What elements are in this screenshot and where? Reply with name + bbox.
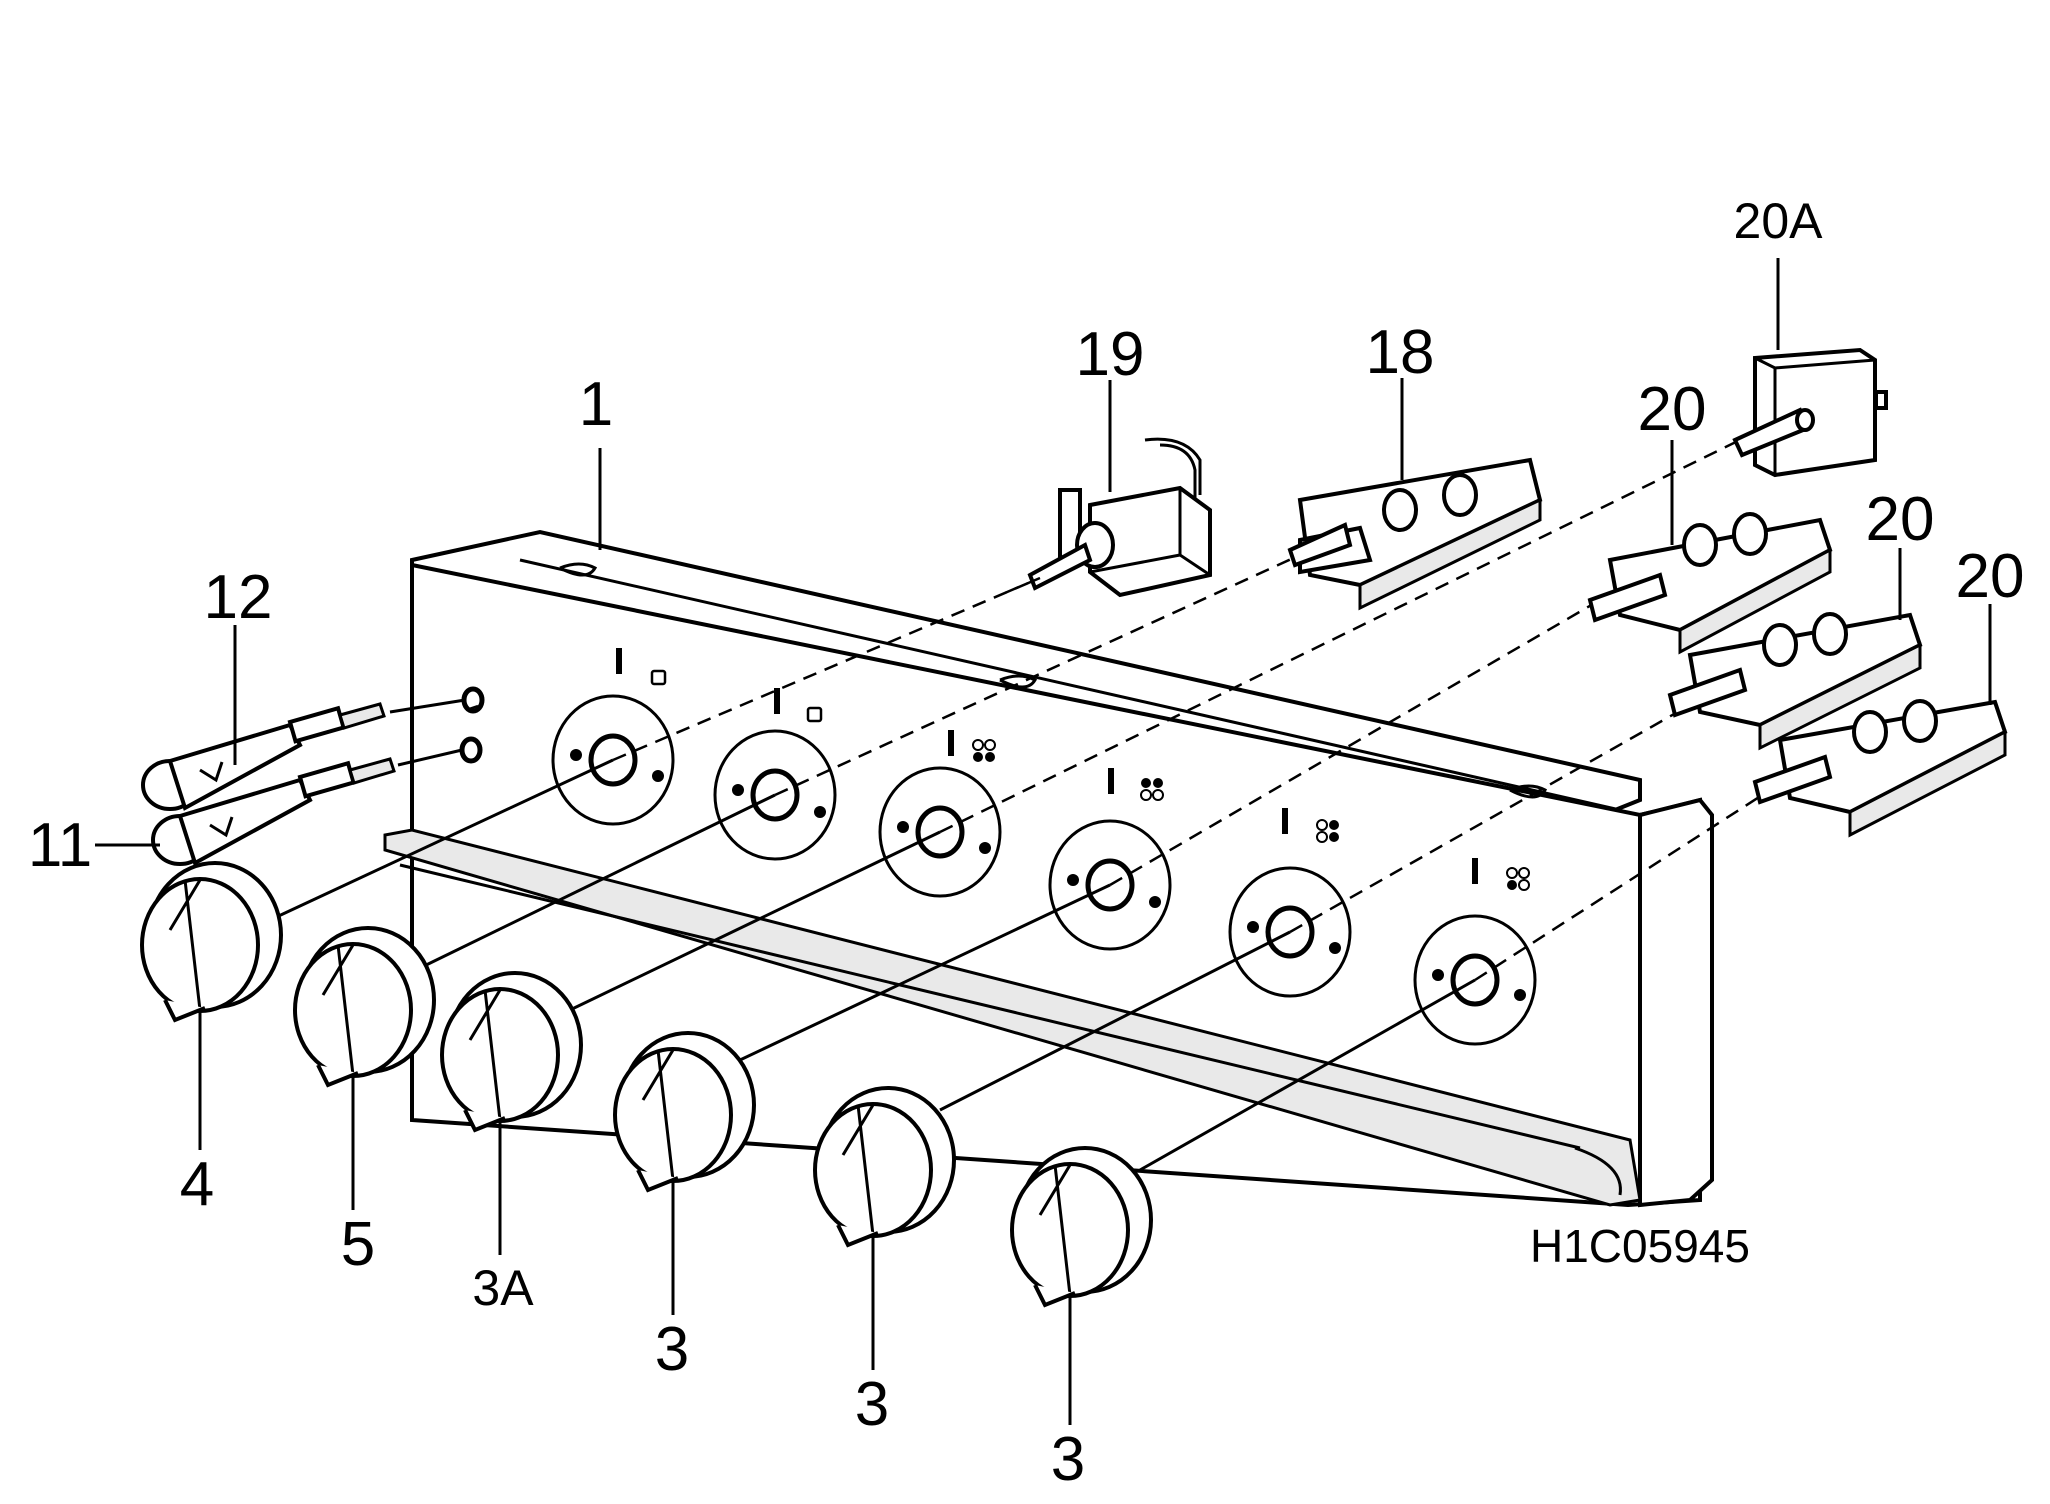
label-indicator-lamp-a: 12: [204, 563, 273, 632]
regulator-20a: [1732, 347, 1888, 478]
dial-ring-6: [1413, 914, 1537, 1046]
label-indicator-lamp-b: 11: [28, 811, 92, 880]
assembly-lines: [465, 438, 1771, 982]
dial-ring-2: [713, 729, 837, 861]
label-knob-4: 4: [180, 1150, 214, 1219]
dial-ring-3: [878, 766, 1002, 898]
label-knob-3-first: 3: [655, 1315, 689, 1384]
switch-19: [1027, 437, 1212, 598]
dial-ring-4: [1048, 819, 1172, 951]
label-regulator-top: 20: [1638, 375, 1707, 444]
regulator-20-bottom: [1752, 699, 2008, 838]
indicator-lamp-11: [151, 757, 396, 866]
lamp-holes: [389, 686, 485, 767]
thermostat-18: [1287, 457, 1543, 611]
label-regulator-bottom: 20: [1956, 542, 2025, 611]
panel-dial-rings: [551, 694, 1537, 1046]
knob-3a: [440, 971, 583, 1133]
regulator-20-middle: [1667, 612, 1923, 751]
indicator-lamp-12: [141, 702, 386, 811]
dial-ring-1: [551, 694, 675, 826]
label-knob-3-second: 3: [855, 1370, 889, 1439]
knob-4: [140, 861, 283, 1023]
label-panel: 1: [579, 370, 613, 439]
label-regulator-alt: 20A: [1734, 193, 1824, 249]
control-panel: [383, 529, 1714, 1208]
callout-labels: 1 19 18 20A 20 20 20 12 11 4 5 3A 3 3 3 …: [28, 193, 2025, 1494]
label-thermostat: 18: [1366, 318, 1435, 387]
label-knob-5: 5: [341, 1210, 375, 1279]
panel-symbols: [616, 648, 1530, 891]
dial-ring-5: [1228, 866, 1352, 998]
label-knob-3-third: 3: [1051, 1425, 1085, 1494]
callout-leaders: [95, 258, 1992, 1425]
regulator-20-top: [1587, 512, 1833, 655]
label-switch: 19: [1076, 320, 1145, 389]
knob-5: [293, 926, 436, 1088]
label-knob-3a: 3A: [472, 1260, 534, 1316]
drawing-reference: H1C05945: [1530, 1220, 1750, 1272]
label-regulator-middle: 20: [1866, 485, 1935, 554]
knob-leader-lines: [269, 758, 1476, 1172]
knob-3-third: [1010, 1146, 1153, 1308]
